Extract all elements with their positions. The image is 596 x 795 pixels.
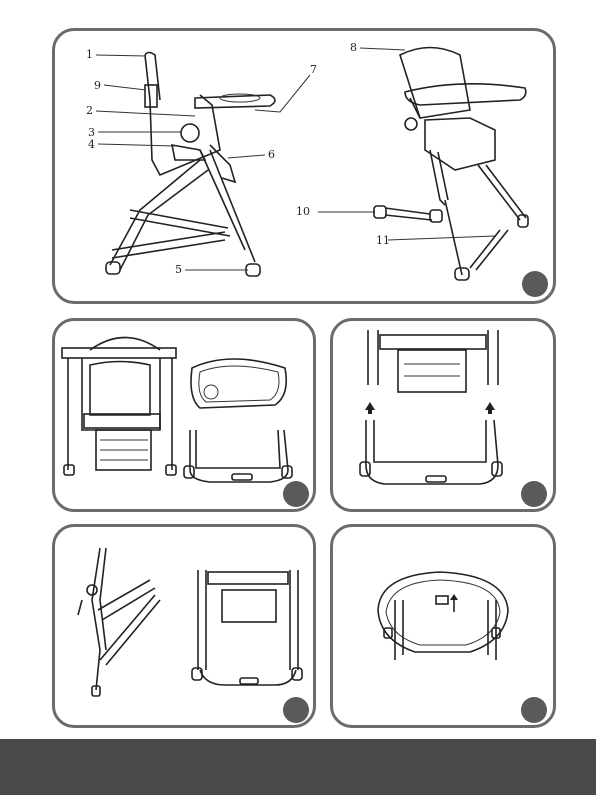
footer-bar (0, 739, 596, 795)
